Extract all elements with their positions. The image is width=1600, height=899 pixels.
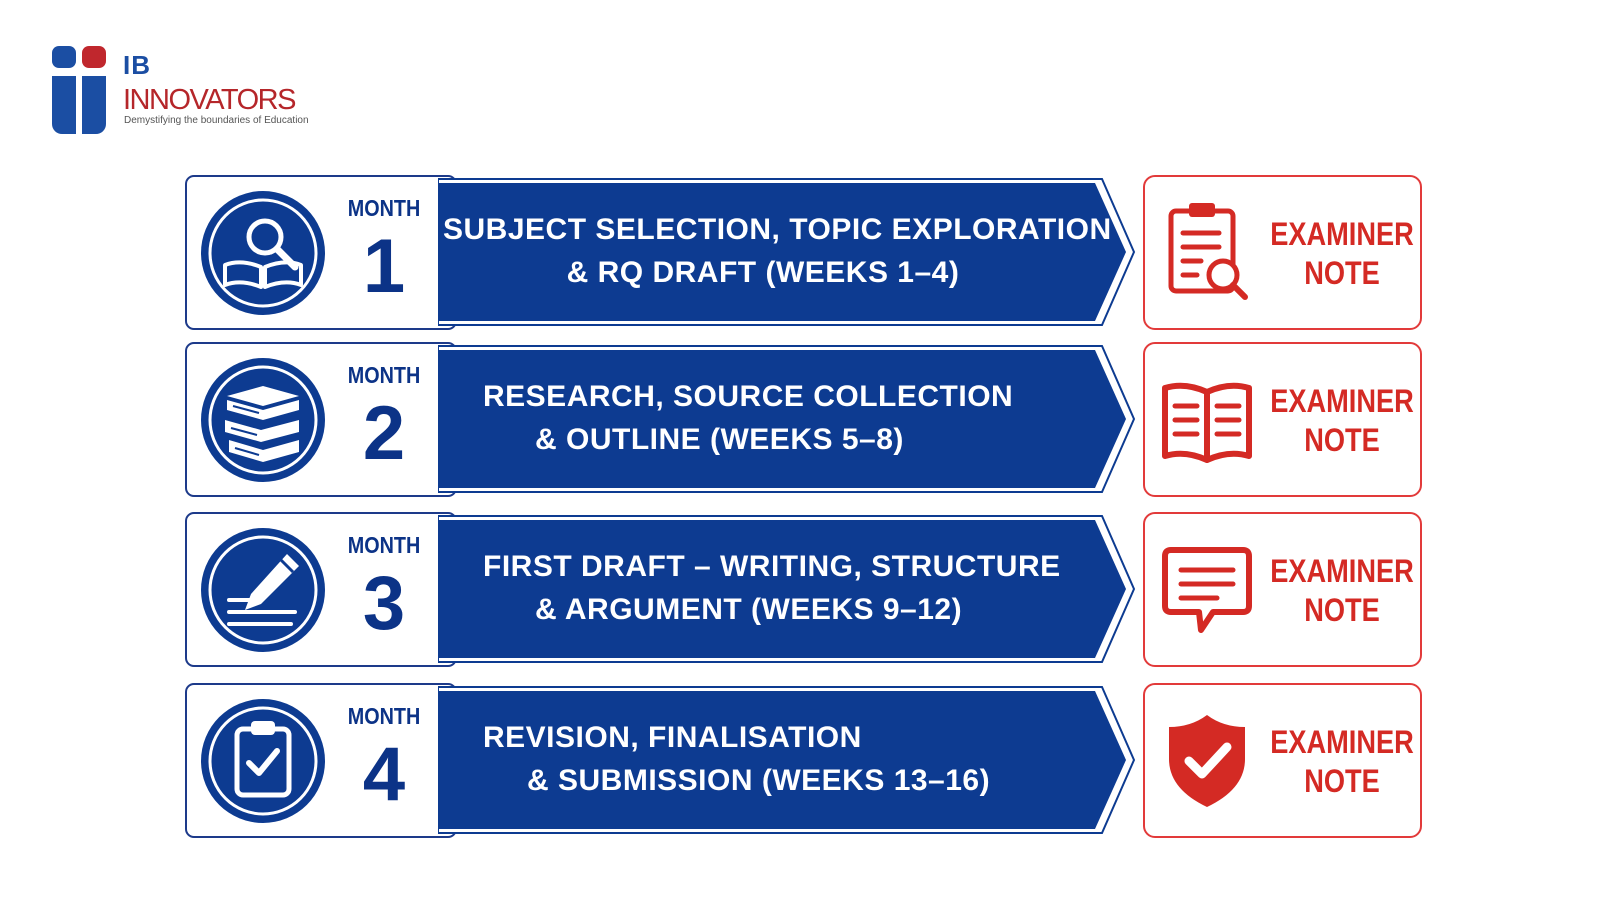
step-title: SUBJECT SELECTION, TOPIC EXPLORATION & R…: [443, 175, 1112, 326]
magnifier-book-icon: [201, 191, 325, 315]
note-line: EXAMINER: [1270, 553, 1414, 589]
step-arrow-banner: [438, 345, 1136, 493]
examiner-note-card: EXAMINER NOTE: [1143, 342, 1422, 497]
month-number: 2: [362, 391, 406, 476]
note-line: EXAMINER: [1270, 216, 1414, 252]
month-label: MONTH: [347, 532, 421, 558]
step-title-line: & RQ DRAFT (WEEKS 1–4): [566, 255, 960, 289]
clipboard-check-icon: [201, 699, 325, 823]
note-line: NOTE: [1304, 255, 1380, 291]
examiner-note-text: EXAMINER NOTE: [1261, 215, 1423, 293]
step-title-line: & SUBMISSION (WEEKS 13–16): [527, 763, 991, 797]
examiner-note-card: EXAMINER NOTE: [1143, 683, 1422, 838]
examiner-note-card: EXAMINER NOTE: [1143, 512, 1422, 667]
month-number: 3: [362, 561, 406, 646]
logo-name-text: INNOVATORS: [123, 84, 296, 116]
timeline-row-month-1: MONTH 1 SUBJECT SELECTION, TOPIC EXPLORA…: [185, 175, 1450, 330]
month-card: MONTH 3: [185, 512, 457, 667]
open-book-icon: [1162, 382, 1252, 463]
note-line: NOTE: [1304, 592, 1380, 628]
month-number: 4: [362, 732, 406, 817]
examiner-note-text: EXAMINER NOTE: [1261, 552, 1423, 630]
month-label: MONTH: [347, 703, 421, 729]
step-title: REVISION, FINALISATION & SUBMISSION (WEE…: [443, 683, 1083, 834]
note-line: NOTE: [1304, 422, 1380, 458]
step-title-line: REVISION, FINALISATION: [483, 720, 862, 754]
examiner-note-card: EXAMINER NOTE: [1143, 175, 1422, 330]
month-card: MONTH 1: [185, 175, 457, 330]
shield-check-icon: [1169, 715, 1245, 807]
ib-innovators-logo: IB INNOVATORS Demystifying the boundarie…: [52, 46, 352, 136]
clipboard-search-icon: [1168, 203, 1248, 300]
step-arrow-banner: [438, 515, 1136, 663]
step-arrow-banner: [438, 686, 1136, 834]
step-title-line: RESEARCH, SOURCE COLLECTION: [483, 379, 1014, 413]
month-label: MONTH: [347, 362, 421, 388]
note-line: NOTE: [1304, 763, 1380, 799]
examiner-note-text: EXAMINER NOTE: [1261, 382, 1423, 460]
note-line: EXAMINER: [1270, 383, 1414, 419]
pencil-writing-icon: [201, 528, 325, 652]
month-card: MONTH 2: [185, 342, 457, 497]
speech-bubble-icon: [1162, 547, 1252, 633]
logo-tagline: Demystifying the boundaries of Education: [124, 115, 309, 126]
month-card: MONTH 4: [185, 683, 457, 838]
step-title-line: & ARGUMENT (WEEKS 9–12): [535, 592, 963, 626]
step-title-line: & OUTLINE (WEEKS 5–8): [535, 422, 904, 456]
step-title: RESEARCH, SOURCE COLLECTION & OUTLINE (W…: [443, 342, 1083, 493]
timeline-row-month-4: MONTH 4 REVISION, FINALISATION & SUBMISS…: [185, 683, 1450, 838]
step-title-line: FIRST DRAFT – WRITING, STRUCTURE: [483, 549, 1061, 583]
timeline-row-month-2: MONTH 2 RESEARCH, SOURCE COLLECTION & OU…: [185, 342, 1450, 497]
ib-logo-mark-icon: [52, 46, 106, 134]
step-arrow-banner: [438, 178, 1136, 326]
examiner-note-text: EXAMINER NOTE: [1261, 723, 1423, 801]
step-title-line: SUBJECT SELECTION, TOPIC EXPLORATION: [443, 212, 1112, 246]
month-number: 1: [362, 224, 406, 309]
logo-ib-text: IB: [123, 50, 151, 80]
month-label: MONTH: [347, 195, 421, 221]
step-title: FIRST DRAFT – WRITING, STRUCTURE & ARGUM…: [443, 512, 1083, 663]
note-line: EXAMINER: [1270, 724, 1414, 760]
timeline-row-month-3: MONTH 3 FIRST DRAFT – WRITING, STRUCTURE…: [185, 512, 1450, 667]
books-stack-icon: [201, 358, 325, 482]
